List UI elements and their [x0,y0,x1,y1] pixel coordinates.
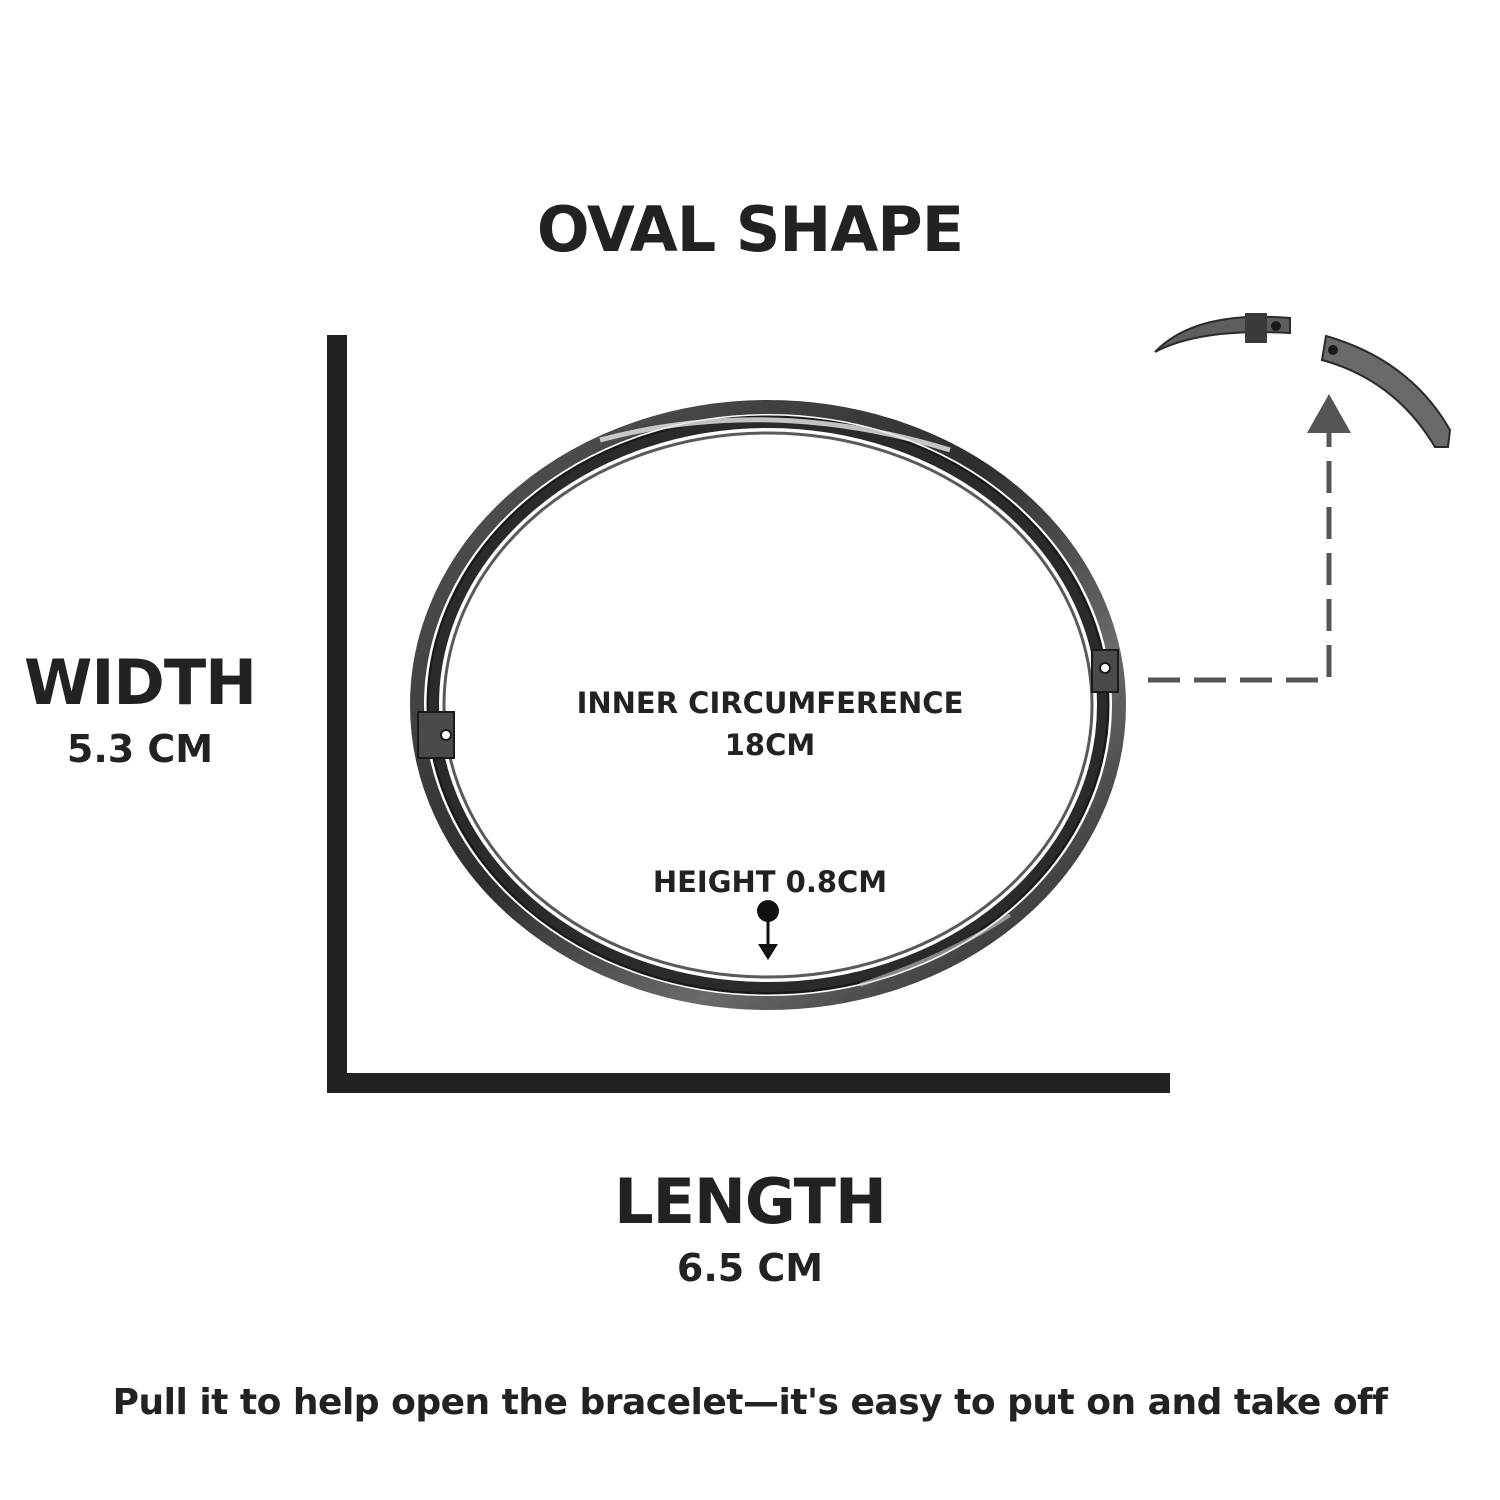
instruction-text: Pull it to help open the bracelet—it's e… [112,1382,1388,1423]
horizontal-axis-line [327,1073,1170,1093]
height-marker [757,900,779,960]
measurement-axes [327,335,1170,1093]
down-arrow-icon [758,944,778,960]
left-hinge [417,711,455,759]
clasp-detail-image [1154,313,1452,448]
height-label: HEIGHT 0.8CM [652,865,888,899]
height-marker-dot [757,900,779,922]
length-value: 6.5 CM [676,1246,824,1290]
inner-circumference-value: 18CM [724,728,816,762]
width-value: 5.3 CM [66,727,214,771]
length-label: LENGTH [614,1165,887,1238]
clasp-left-segment [1154,315,1291,353]
oval-bracelet-image [410,400,1126,1010]
vertical-axis-line [327,335,347,1092]
inner-circumference-label: INNER CIRCUMFERENCE [576,686,964,720]
dashed-arrow [1148,394,1351,683]
diagram-title: OVAL SHAPE [536,193,964,266]
width-label: WIDTH [23,646,257,719]
clasp-right-segment [1320,334,1452,448]
right-hinge [1091,649,1119,693]
up-arrow-icon [1307,394,1351,433]
